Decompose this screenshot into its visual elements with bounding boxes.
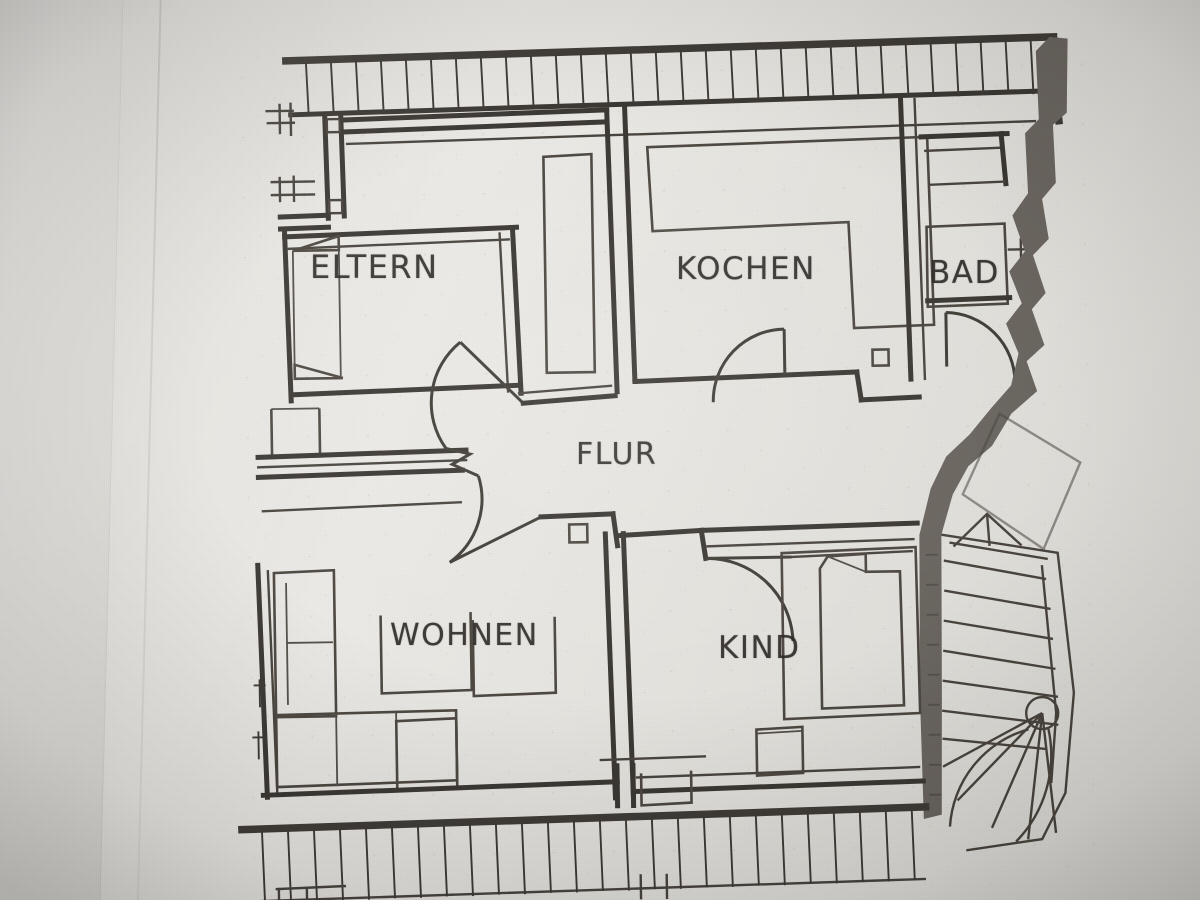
room-label-wohnen: WOHNEN: [390, 618, 539, 653]
room-label-flur: FLUR: [576, 437, 658, 472]
room-label-bad: BAD: [929, 255, 1000, 291]
room-label-eltern: ELTERN: [310, 248, 439, 286]
room-label-kochen: KOCHEN: [676, 251, 816, 287]
room-label-kind: KIND: [718, 630, 801, 666]
